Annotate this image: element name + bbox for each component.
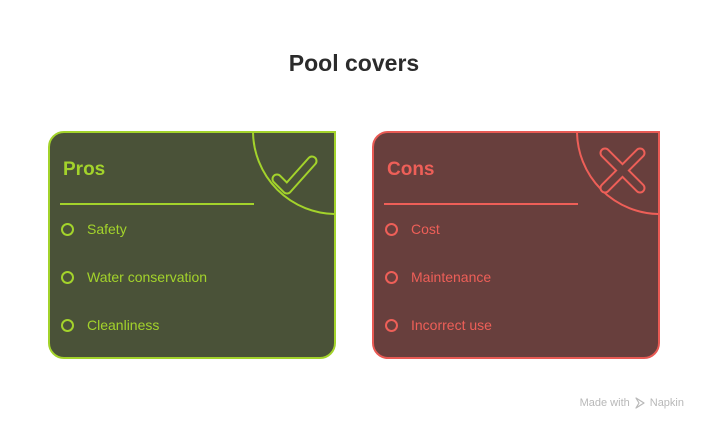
watermark-prefix: Made with: [579, 397, 630, 409]
pros-item-label: Cleanliness: [87, 317, 160, 333]
cons-item-label: Maintenance: [411, 269, 492, 285]
cons-title: Cons: [387, 159, 435, 180]
bullet-circle-icon: [385, 319, 398, 332]
cons-item-label: Cost: [411, 221, 440, 237]
diagram-title: Pool covers: [288, 50, 420, 76]
napkin-logo-icon: [635, 397, 645, 409]
made-with-napkin-watermark[interactable]: Made with Napkin: [580, 397, 684, 409]
bullet-circle-icon: [61, 223, 74, 236]
bullet-circle-icon: [61, 271, 74, 284]
bullet-circle-icon: [61, 319, 74, 332]
cons-divider: [384, 203, 578, 205]
cons-item-label: Incorrect use: [411, 317, 492, 333]
bullet-circle-icon: [385, 223, 398, 236]
pros-divider: [60, 203, 254, 205]
cons-card: Cons Cost Maintenance Incorrect use: [372, 131, 660, 359]
pros-card: Pros Safety Water conservation Cleanline…: [48, 131, 336, 359]
pros-title: Pros: [63, 159, 106, 180]
bullet-circle-icon: [385, 271, 398, 284]
watermark-brand: Napkin: [649, 397, 684, 409]
pros-item-label: Water conservation: [87, 269, 208, 285]
cross-icon: [576, 133, 658, 215]
pros-item-label: Safety: [87, 221, 127, 237]
checkmark-icon: [252, 133, 334, 215]
